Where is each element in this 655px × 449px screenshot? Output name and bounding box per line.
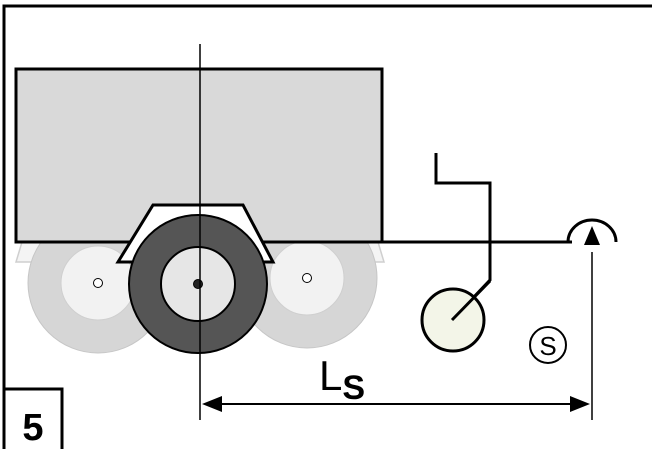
figure-number-box <box>4 387 64 449</box>
dimension-arrow-left-icon <box>202 396 222 412</box>
distance-label: LS <box>319 352 365 407</box>
figure-number: 5 <box>22 407 43 449</box>
distance-label-main: L <box>319 352 342 399</box>
rear-ghost-axle <box>93 278 103 288</box>
dimension-arrow-right-icon <box>570 396 590 412</box>
main-wheel-axle <box>193 279 203 289</box>
hitch-arc <box>566 218 618 243</box>
sensor-pointer <box>450 279 492 322</box>
front-ghost-axle <box>302 273 312 283</box>
hitch-arrow-icon <box>584 226 600 245</box>
point-s-label: S <box>539 331 556 361</box>
point-s-marker <box>529 326 567 364</box>
distance-label-subscript: S <box>342 369 365 407</box>
figure-frame <box>2 4 652 449</box>
